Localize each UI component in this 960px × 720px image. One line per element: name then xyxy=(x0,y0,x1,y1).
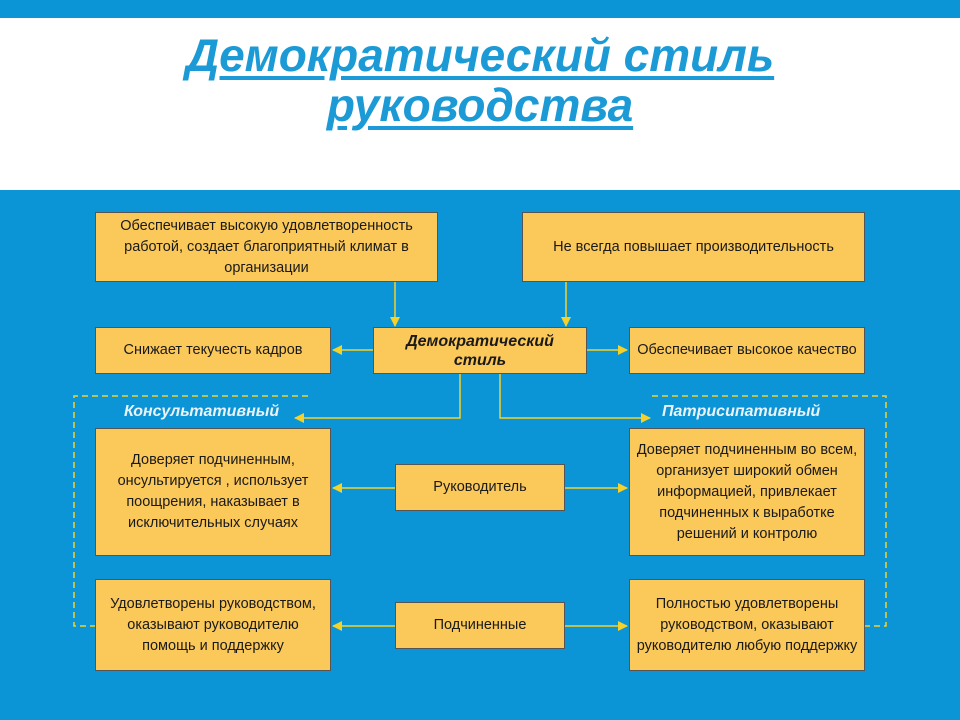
top-band xyxy=(0,0,960,18)
box-left-mid: Снижает текучесть кадров xyxy=(95,327,331,374)
box-participative-subordinates: Полностью удовлетворены руководством, ок… xyxy=(629,579,865,671)
box-participative-leader: Доверяет подчиненным во всем, организует… xyxy=(629,428,865,556)
consultative-group-outline xyxy=(73,395,308,627)
group-label-consultative: Консультативный xyxy=(124,403,280,420)
arrow-center-to-consultative xyxy=(294,374,461,423)
page-title: Демократический стиль руководства xyxy=(0,30,960,130)
box-right-mid: Обеспечивает высокое качество xyxy=(629,327,865,374)
participative-group-outline xyxy=(652,395,887,627)
title-line-2: руководства xyxy=(326,79,634,131)
arrow-center-to-participative xyxy=(499,374,651,423)
box-top-right: Не всегда повышает производительность xyxy=(522,212,865,282)
title-line-1: Демократический стиль xyxy=(185,29,775,81)
title-area xyxy=(0,18,960,190)
box-leader: Руководитель xyxy=(395,464,565,511)
box-subordinates: Подчиненные xyxy=(395,602,565,649)
box-consultative-subordinates: Удовлетворены руководством, оказывают ру… xyxy=(95,579,331,671)
box-center: Демократический стиль xyxy=(373,327,587,374)
box-consultative-leader: Доверяет подчиненным, онсультируется , и… xyxy=(95,428,331,556)
group-label-participative: Патрисипативный xyxy=(662,403,821,420)
box-top-left: Обеспечивает высокую удовлетворенность р… xyxy=(95,212,438,282)
